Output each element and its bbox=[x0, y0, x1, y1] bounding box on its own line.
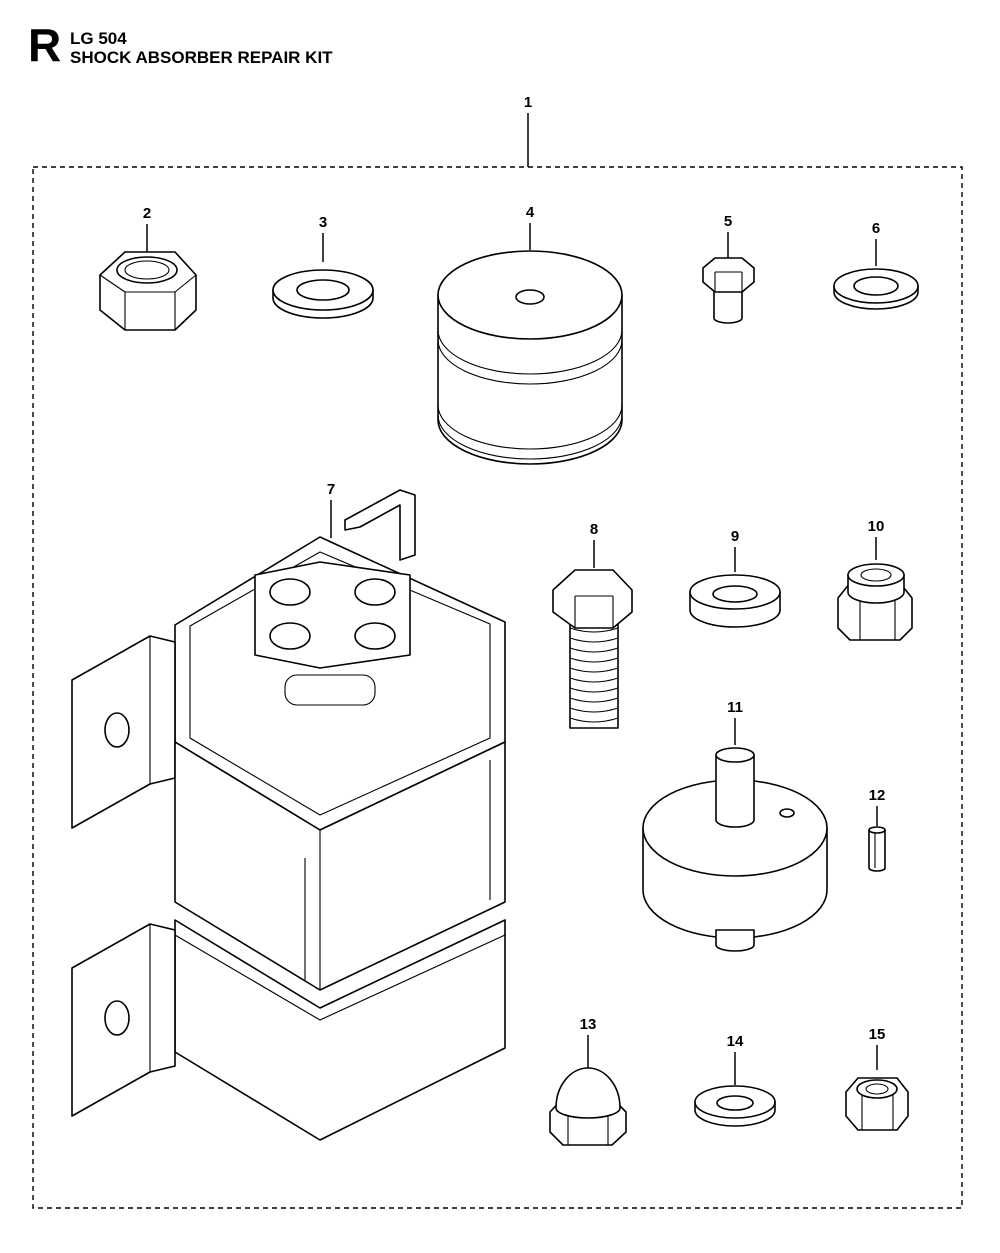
callout-14: 14 bbox=[727, 1033, 744, 1050]
callout-13: 13 bbox=[580, 1016, 597, 1033]
callout-9: 9 bbox=[731, 528, 739, 545]
part-12-roll-pin: 12 bbox=[868, 787, 886, 872]
callout-2: 2 bbox=[143, 205, 151, 222]
part-6-washer: 6 bbox=[833, 220, 919, 310]
part-2-hex-nut: 2 bbox=[99, 205, 197, 331]
callout-10: 10 bbox=[868, 518, 885, 535]
callout-12: 12 bbox=[869, 787, 886, 804]
part-14-washer: 14 bbox=[694, 1033, 776, 1127]
part-11-rubber-mount: 11 bbox=[642, 699, 828, 952]
kit-boundary-dashed-box bbox=[32, 166, 963, 1209]
callout-1: 1 bbox=[524, 94, 532, 111]
callout-7: 7 bbox=[327, 481, 335, 498]
diagram-title: SHOCK ABSORBER REPAIR KIT bbox=[70, 48, 333, 67]
part-4-rubber-cylinder: 4 bbox=[437, 204, 623, 465]
part-13-cap-nut: 13 bbox=[549, 1016, 627, 1146]
callout-15: 15 bbox=[869, 1026, 886, 1043]
callout-8: 8 bbox=[590, 521, 598, 538]
section-letter: R bbox=[28, 19, 62, 71]
part-15-lock-nut: 15 bbox=[845, 1026, 909, 1131]
model-name: LG 504 bbox=[70, 29, 127, 48]
part-10-lock-nut: 10 bbox=[837, 518, 913, 641]
callout-3: 3 bbox=[319, 214, 327, 231]
part-5-short-bolt: 5 bbox=[702, 213, 755, 324]
callout-6: 6 bbox=[872, 220, 880, 237]
callout-11: 11 bbox=[727, 699, 743, 716]
part-7-bracket-assembly: 7 bbox=[71, 481, 506, 1141]
callout-4: 4 bbox=[526, 204, 535, 221]
part-9-thick-washer: 9 bbox=[689, 528, 781, 628]
callout-5: 5 bbox=[724, 213, 732, 230]
part-3-washer: 3 bbox=[272, 214, 374, 319]
part-8-long-bolt: 8 bbox=[552, 521, 633, 729]
